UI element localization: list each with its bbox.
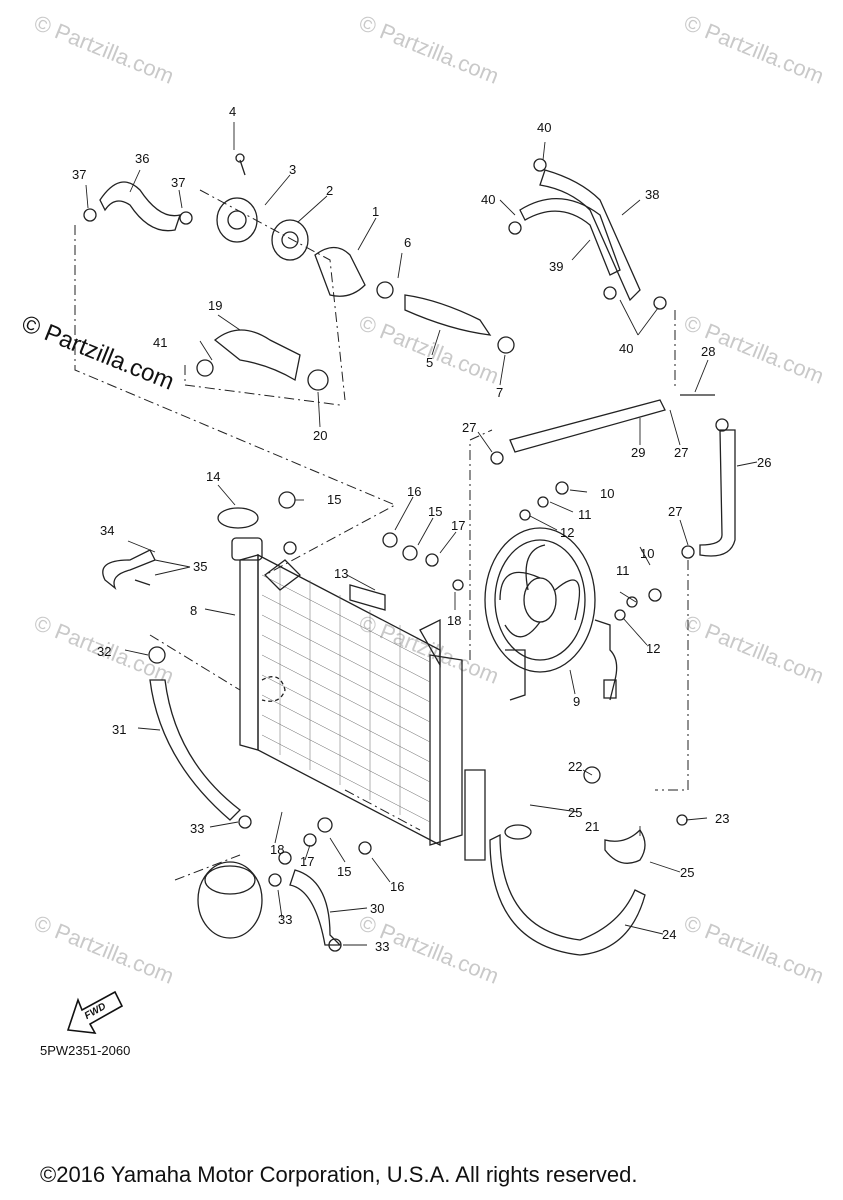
callout: 36 [135, 151, 150, 166]
callout: 33 [375, 939, 390, 954]
callout: 27 [462, 420, 477, 435]
callout: 3 [289, 162, 297, 177]
callout: 35 [193, 559, 208, 574]
callout: 19 [208, 298, 223, 313]
copyright-footer: ©2016 Yamaha Motor Corporation, U.S.A. A… [40, 1162, 638, 1187]
callout: 26 [757, 455, 772, 470]
callout: 27 [674, 445, 689, 460]
callout: 37 [171, 175, 186, 190]
callout: 28 [701, 344, 716, 359]
callout: 6 [404, 235, 412, 250]
callout: 16 [407, 484, 422, 499]
callout: 32 [97, 644, 112, 659]
cooling-fan [484, 527, 618, 701]
callout: 8 [190, 603, 198, 618]
callout: 12 [646, 641, 661, 656]
callout: 40 [619, 341, 634, 356]
callout: 38 [645, 187, 660, 202]
callout: 15 [428, 504, 443, 519]
callout: 37 [72, 167, 87, 182]
callout: 41 [153, 335, 168, 350]
callout: 23 [715, 811, 730, 826]
callout: 5 [426, 355, 434, 370]
callout: 33 [278, 912, 293, 927]
callout: 31 [112, 722, 127, 737]
callout: 34 [100, 523, 115, 538]
callout: 16 [390, 879, 405, 894]
callout: 39 [549, 259, 564, 274]
callout: 15 [327, 492, 342, 507]
radiator [231, 537, 486, 861]
leader-lines [74, 189, 689, 881]
callout: 33 [190, 821, 205, 836]
callout: 24 [662, 927, 677, 942]
callout: 25 [568, 805, 583, 820]
callout-leaders [85, 122, 758, 946]
callout: 40 [537, 120, 552, 135]
right-hoses [490, 158, 736, 559]
callout: 17 [451, 518, 466, 533]
callout: 18 [270, 842, 285, 857]
callout: 15 [337, 864, 352, 879]
callout: 14 [206, 469, 221, 484]
thermostat-assembly [83, 153, 515, 391]
callout: 2 [326, 183, 334, 198]
callout: 21 [585, 819, 600, 834]
callout: 40 [481, 192, 496, 207]
callout: 29 [631, 445, 646, 460]
callout: 13 [334, 566, 349, 581]
callout: 4 [229, 104, 237, 119]
callout: 25 [680, 865, 695, 880]
callout: 10 [640, 546, 655, 561]
callout: 1 [372, 204, 380, 219]
callout: 7 [496, 385, 504, 400]
callout: 11 [578, 507, 592, 522]
callout: 11 [616, 563, 630, 578]
diagram-code: 5PW2351-2060 [40, 1043, 131, 1058]
callout: 18 [447, 613, 462, 628]
callout: 10 [600, 486, 615, 501]
callout: 9 [573, 694, 581, 709]
callout: 17 [300, 854, 315, 869]
callout: 12 [560, 525, 575, 540]
callout: 30 [370, 901, 385, 916]
callout: 27 [668, 504, 683, 519]
callout: 22 [568, 759, 583, 774]
callout: 20 [313, 428, 328, 443]
